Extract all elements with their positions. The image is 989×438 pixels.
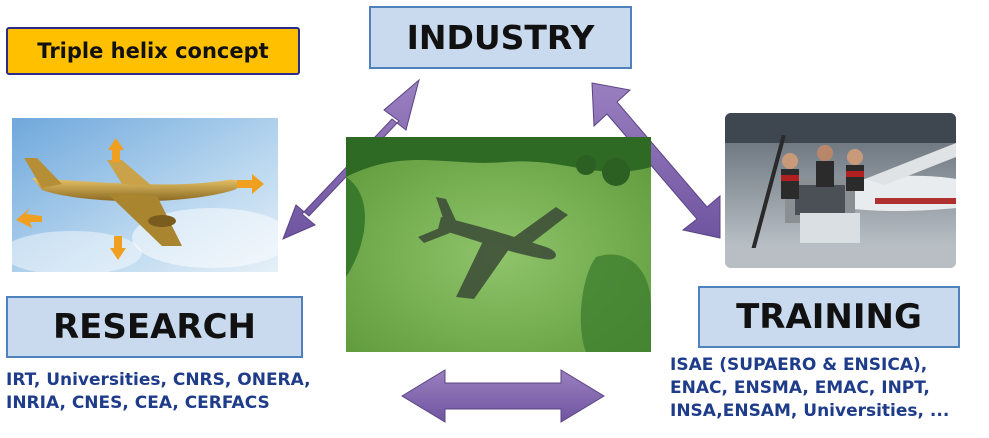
training-members-line: ENAC, ENSMA, EMAC, INPT, [670, 378, 930, 398]
research-members-list: IRT, Universities, CNRS, ONERA, INRIA, C… [6, 369, 311, 415]
training-box: TRAINING [698, 286, 960, 348]
aircraft-render-image [12, 118, 278, 272]
industry-box: INDUSTRY [369, 6, 632, 69]
training-members-line: ISAE (SUPAERO & ENSICA), [670, 355, 928, 375]
plane-shadow-field-image [346, 137, 651, 352]
arrow-industry-research [282, 78, 420, 240]
arrow-research-training [401, 369, 605, 423]
concept-label: Triple helix concept [6, 27, 300, 75]
training-members-line: INSA,ENSAM, Universities, ... [670, 401, 950, 421]
research-box: RESEARCH [6, 296, 303, 358]
training-members-list: ISAE (SUPAERO & ENSICA), ENAC, ENSMA, EM… [670, 354, 949, 423]
research-members-line: IRT, Universities, CNRS, ONERA, [6, 370, 311, 390]
arrow-industry-training [591, 82, 721, 239]
students-aircraft-image [725, 113, 956, 268]
research-members-line: INRIA, CNES, CEA, CERFACS [6, 393, 270, 413]
